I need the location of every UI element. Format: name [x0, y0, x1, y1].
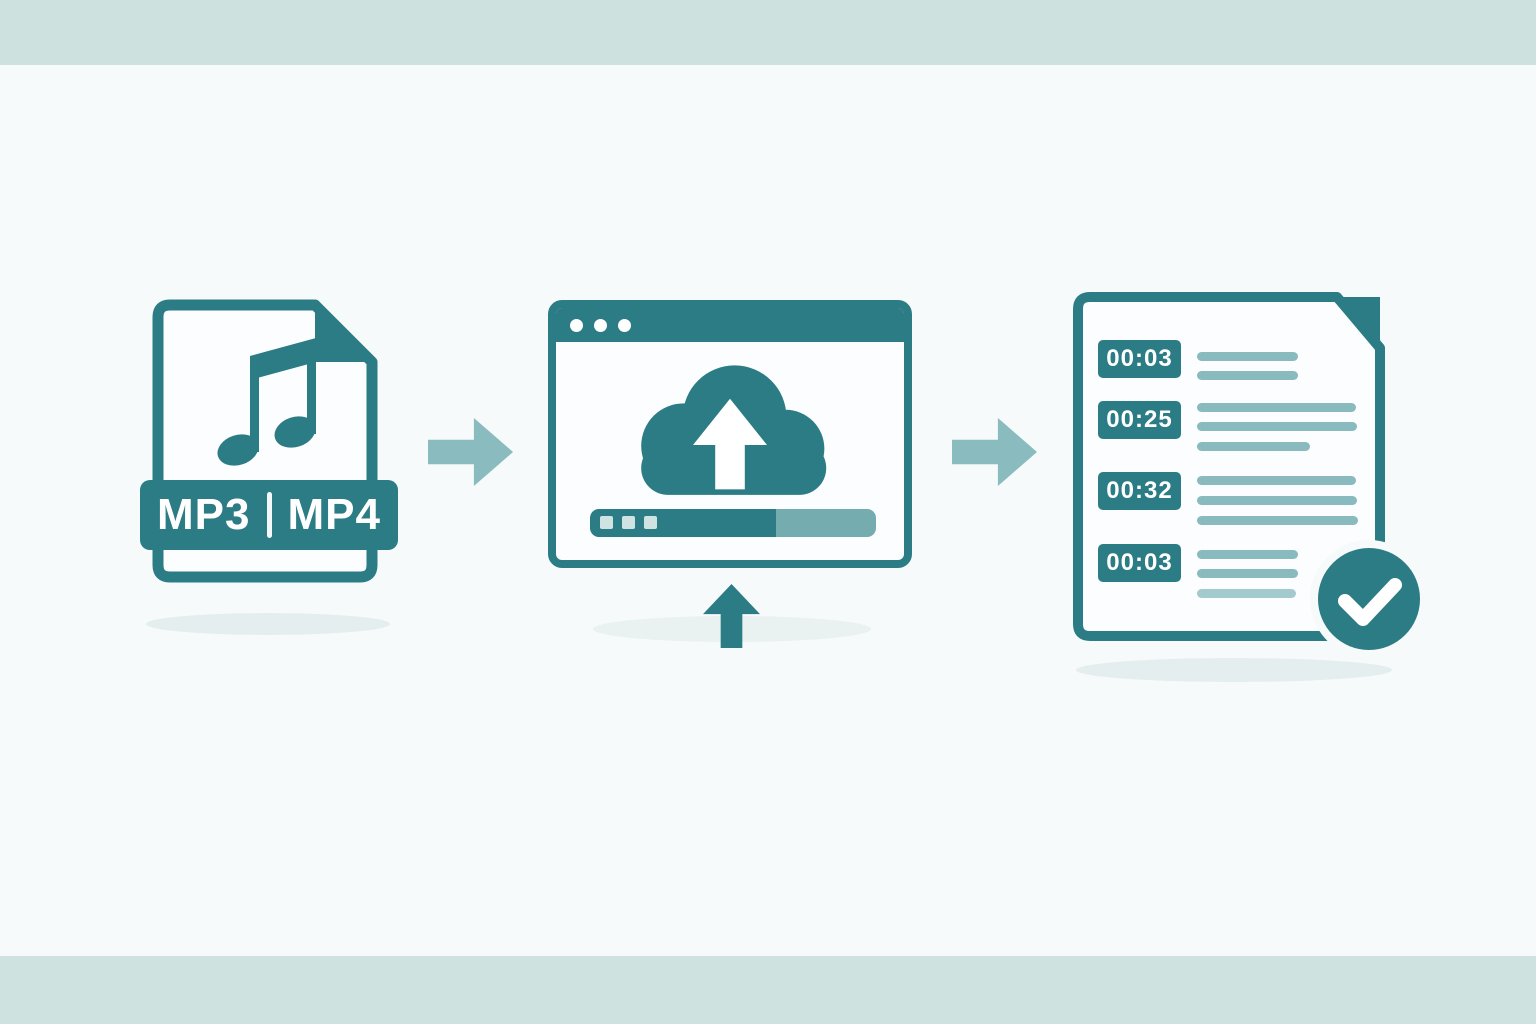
- right-arrow-icon: [952, 418, 1037, 486]
- transcript-text-line: [1197, 352, 1298, 361]
- folded-corner: [1337, 297, 1380, 348]
- progress-segment: [600, 516, 613, 529]
- upload-arrow-glyph: [693, 398, 767, 490]
- progress-segment: [644, 516, 657, 529]
- cloud-upload-icon: [641, 365, 827, 495]
- transcript-text-line: [1197, 403, 1356, 412]
- bottom-band: [0, 956, 1536, 1024]
- titlebar-dot: [570, 318, 583, 332]
- titlebar-dot: [594, 318, 607, 332]
- transcript-text-line: [1197, 476, 1356, 485]
- transcript-row: 00:03: [1098, 340, 1378, 400]
- document-shadow: [1076, 658, 1392, 682]
- timestamp-badge: 00:03: [1098, 544, 1181, 582]
- timestamp-badge: 00:03: [1098, 340, 1181, 378]
- window-titlebar: [556, 308, 904, 342]
- transcript-text-line: [1197, 442, 1310, 451]
- format-label-mp4: MP4: [287, 490, 381, 539]
- window-content: [556, 342, 904, 556]
- format-label-mp3: MP3: [157, 490, 251, 539]
- transcript-document: 00:03 00:25 00:32 00:03: [1070, 290, 1420, 690]
- right-arrow-icon: [428, 418, 513, 486]
- transcript-row: 00:25: [1098, 401, 1378, 461]
- checkmark-icon: [1338, 578, 1402, 626]
- success-check-badge: [1318, 548, 1420, 650]
- transcript-row: 00:03: [1098, 544, 1378, 604]
- transcript-text-line: [1197, 422, 1357, 431]
- upload-browser-window: [548, 300, 912, 568]
- transcript-row: 00:32: [1098, 472, 1378, 532]
- file-shadow: [146, 613, 390, 635]
- transcript-text-lines: [1197, 544, 1378, 604]
- transcript-text-line: [1197, 371, 1298, 380]
- format-divider: [266, 492, 272, 538]
- transcript-text-line: [1197, 516, 1358, 525]
- transcript-text-lines: [1197, 401, 1378, 461]
- upload-progress-bar: [590, 509, 876, 537]
- timestamp-badge: 00:32: [1098, 472, 1181, 510]
- titlebar-dot: [618, 318, 631, 332]
- transcript-text-line: [1197, 589, 1296, 598]
- upload-progress-fill: [590, 509, 776, 537]
- transcript-text-line: [1197, 569, 1298, 578]
- transcript-text-lines: [1197, 472, 1378, 532]
- transcript-text-lines: [1197, 340, 1378, 400]
- progress-segment: [622, 516, 635, 529]
- media-file-icon: MP3 MP4: [138, 298, 400, 590]
- progress-segments: [600, 516, 657, 529]
- music-note-icon: [217, 338, 316, 466]
- transcript-text-line: [1197, 496, 1357, 505]
- timestamp-badge: 00:25: [1098, 401, 1181, 439]
- top-band: [0, 0, 1536, 65]
- transcript-text-line: [1197, 550, 1298, 559]
- folded-corner: [315, 305, 372, 362]
- format-banner: MP3 MP4: [140, 480, 398, 550]
